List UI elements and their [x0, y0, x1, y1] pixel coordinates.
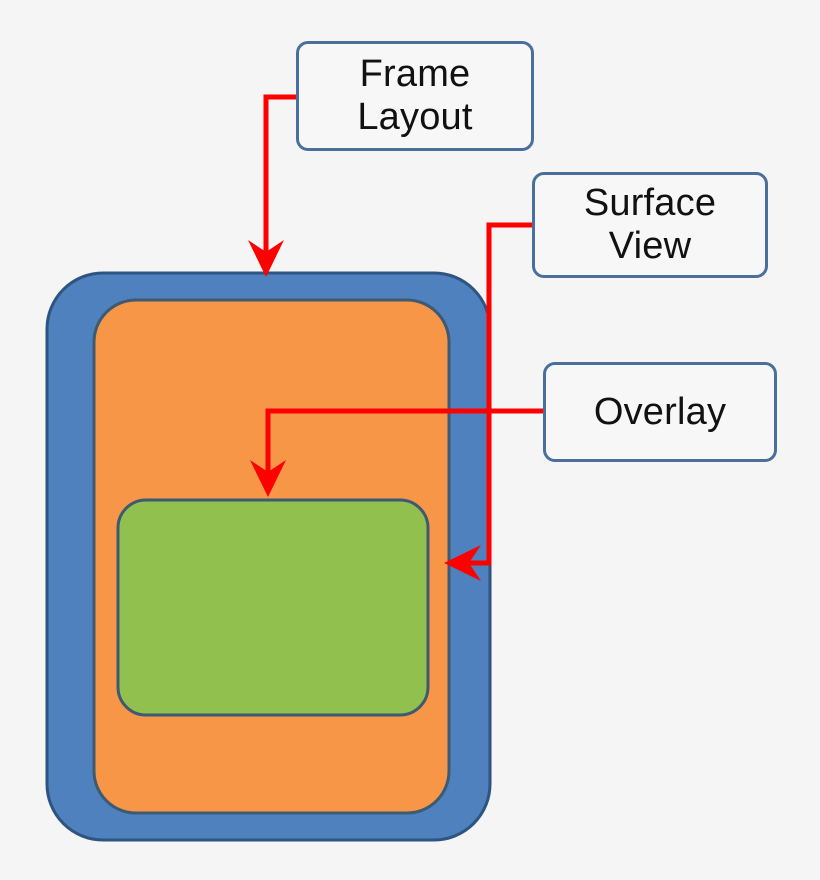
- callout-frame-layout-label: Frame Layout: [357, 53, 473, 138]
- callout-overlay[interactable]: Overlay: [543, 362, 777, 462]
- frame-layout-connector: [248, 94, 296, 277]
- arrowhead-left-icon: [444, 545, 481, 581]
- callout-frame-layout[interactable]: Frame Layout: [296, 41, 534, 151]
- callout-surface-view-label: Surface View: [583, 182, 717, 267]
- arrowhead-down-icon: [250, 460, 286, 497]
- callout-overlay-label: Overlay: [593, 390, 727, 433]
- overlay-rect[interactable]: [116, 498, 430, 717]
- callout-surface-view[interactable]: Surface View: [532, 172, 768, 278]
- arrowhead-down-icon: [248, 240, 284, 277]
- surface-view-connector: [444, 222, 534, 581]
- overlay-connector: [250, 408, 545, 497]
